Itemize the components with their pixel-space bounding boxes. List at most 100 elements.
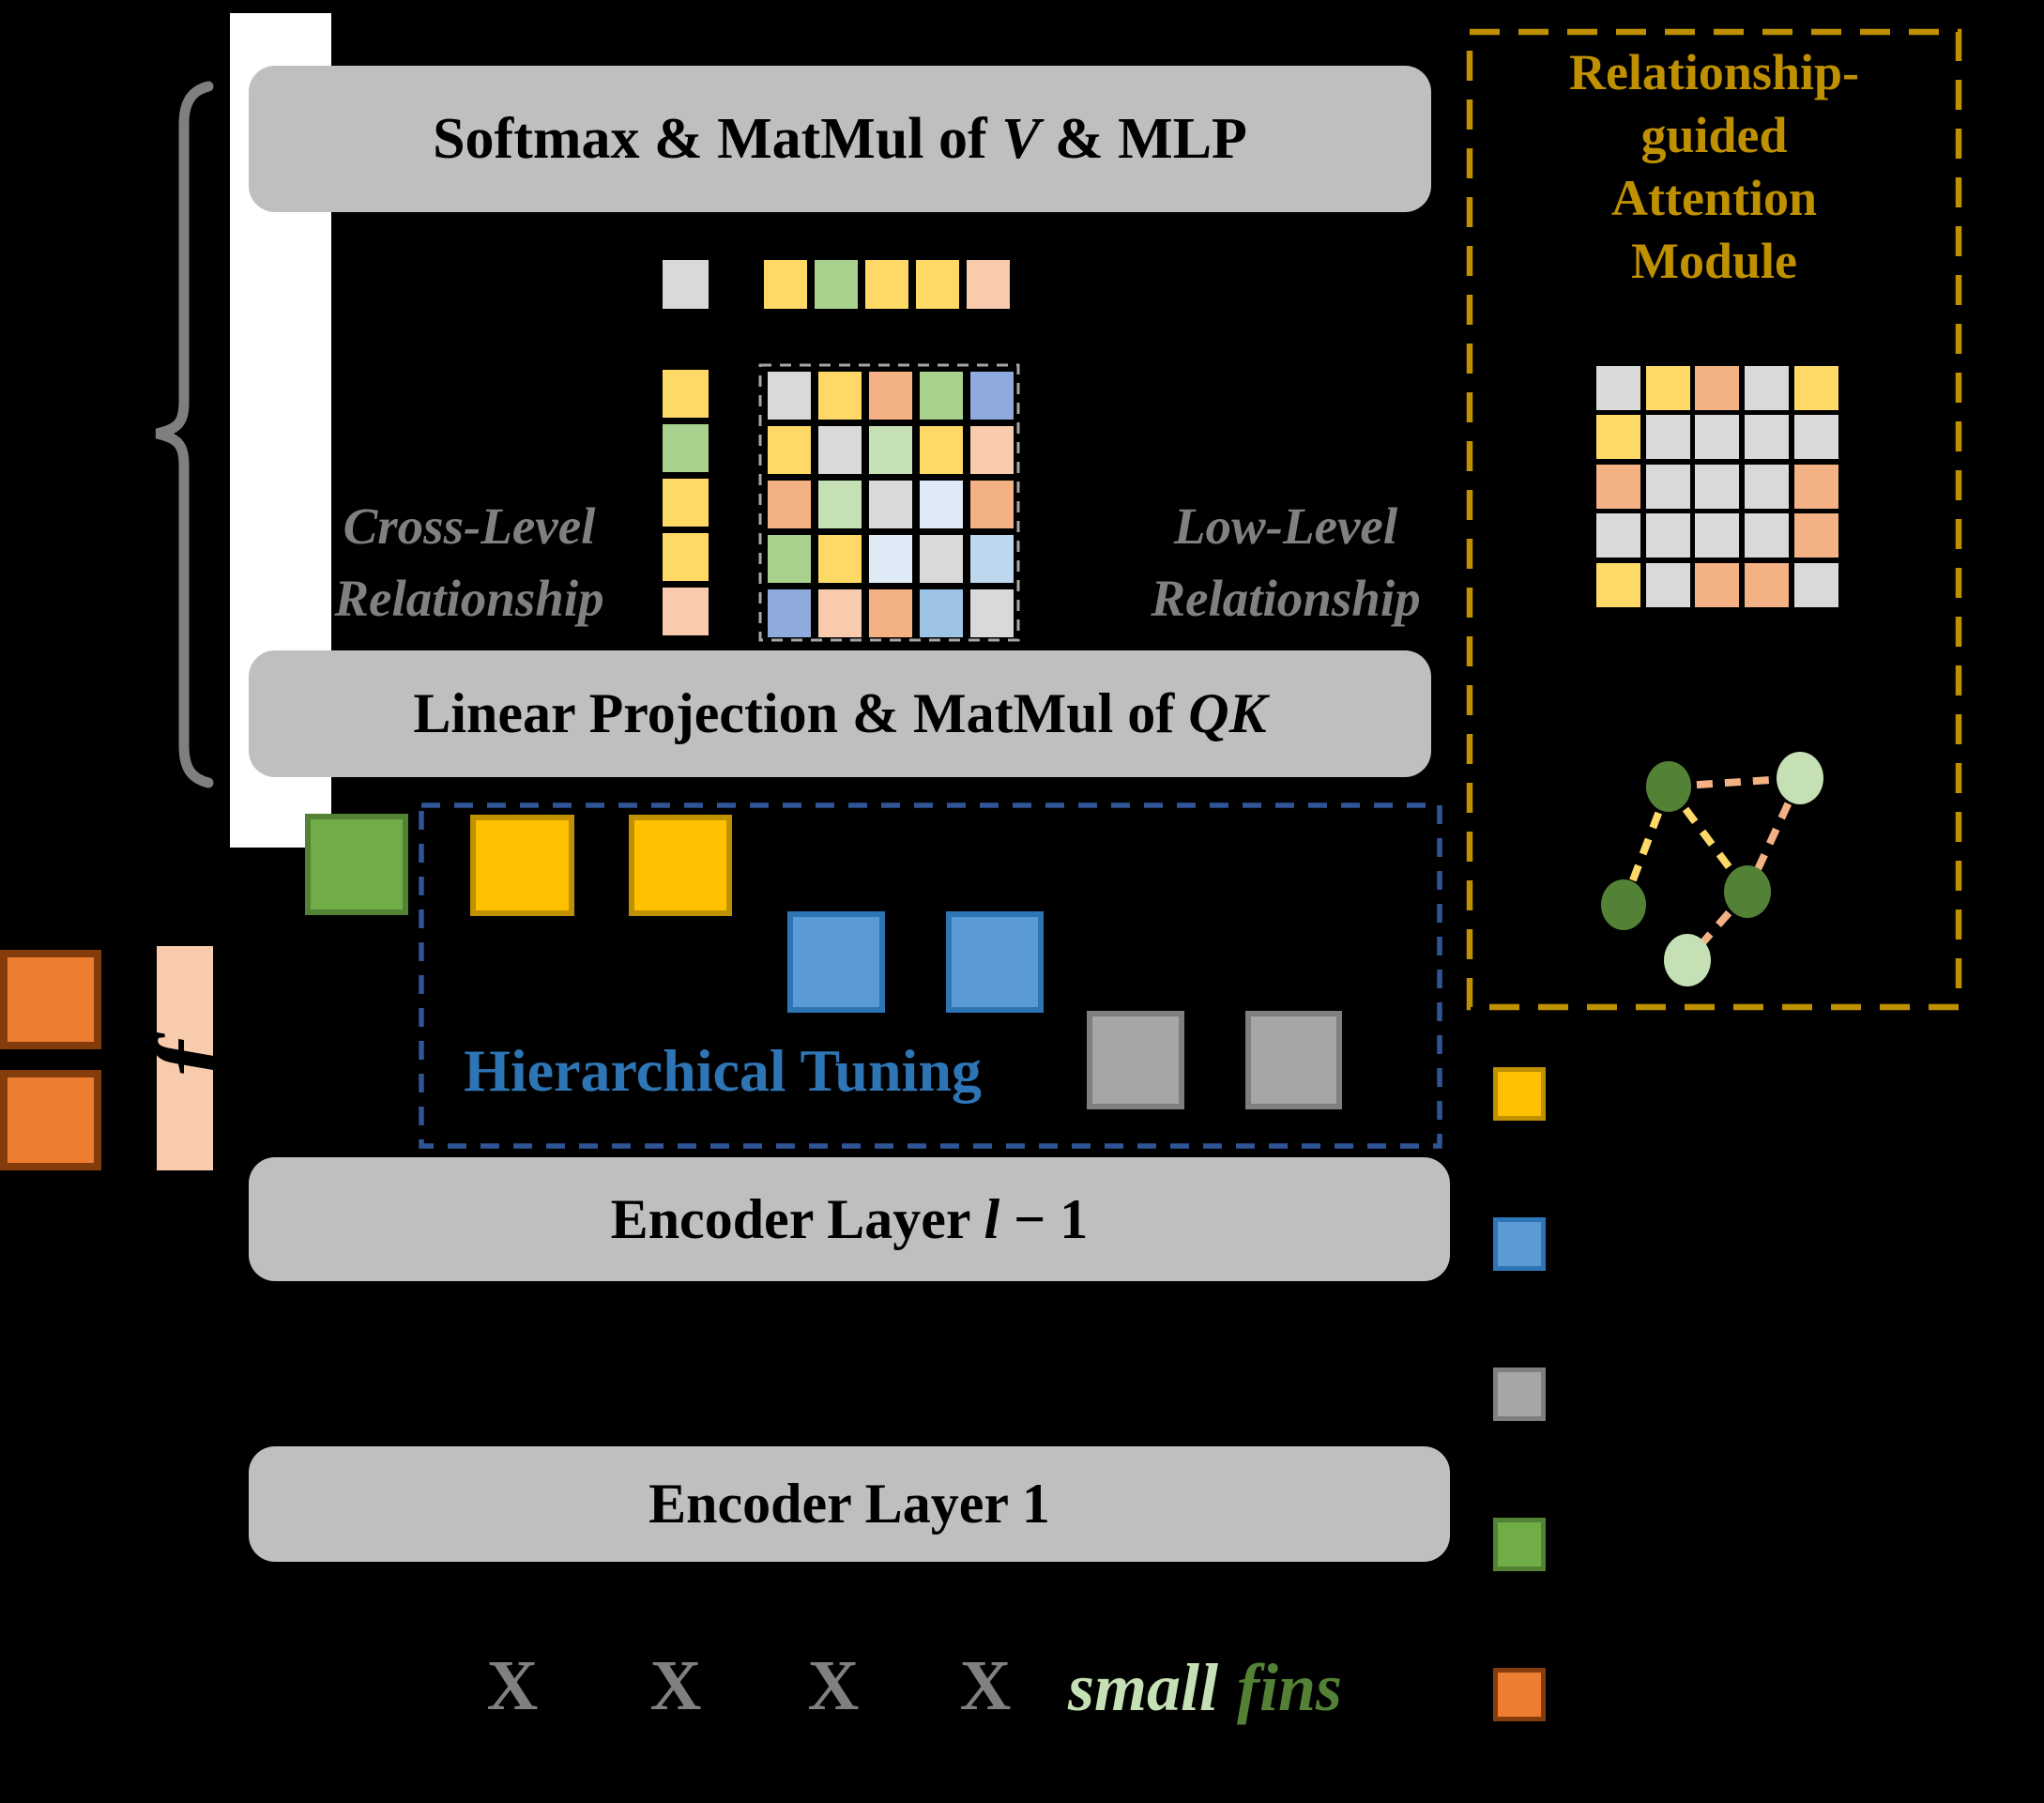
matrix-cell — [1596, 513, 1640, 558]
legend-swatch-yellow — [1493, 1067, 1546, 1121]
matrix-cell — [768, 426, 811, 474]
gray-prompt-token-2 — [1245, 1011, 1342, 1109]
matrix-cell — [818, 589, 862, 637]
encoder-prev-l-symbol: l — [984, 1187, 1000, 1250]
token-legend — [1493, 1067, 1546, 1721]
matrix-cell — [768, 535, 811, 583]
encoder-prev-label-post: − 1 — [999, 1187, 1089, 1250]
matrix-cell — [970, 535, 1014, 583]
matrix-cell — [1596, 366, 1640, 410]
matrix-cell — [1596, 415, 1640, 460]
relationship-module-title: Relationship- guided Attention Module — [1479, 41, 1949, 293]
key-token-vector — [764, 260, 1010, 309]
token-small-label: small — [1067, 1650, 1219, 1725]
matrix-cell — [764, 260, 807, 309]
legend-swatch-blue — [1493, 1217, 1546, 1271]
yellow-prompt-token-2 — [629, 815, 732, 916]
matrix-cell — [1596, 464, 1640, 509]
matrix-cell — [818, 481, 862, 528]
matrix-cell — [869, 535, 912, 583]
matrix-cell — [1645, 562, 1690, 607]
matrix-cell — [920, 589, 963, 637]
input-patch-2 — [0, 1070, 101, 1170]
matrix-cell — [1793, 366, 1838, 410]
blue-prompt-token-2 — [946, 911, 1044, 1013]
softmax-v-symbol: V — [1001, 106, 1041, 171]
matrix-cell — [768, 372, 811, 420]
matrix-cell — [818, 426, 862, 474]
low-level-line1: Low-Level — [1173, 497, 1398, 555]
legend-swatch-gray — [1493, 1368, 1546, 1421]
matrix-cell — [663, 588, 709, 635]
matrix-cell — [1695, 562, 1740, 607]
token-x-4: X — [959, 1646, 1012, 1725]
green-prompt-token — [305, 814, 408, 915]
legend-swatch-orange — [1493, 1668, 1546, 1721]
ram-title-line2: guided — [1640, 107, 1788, 163]
matrix-cell — [920, 535, 963, 583]
matrix-cell — [1793, 562, 1838, 607]
matrix-cell — [1645, 464, 1690, 509]
matrix-cell — [1745, 562, 1790, 607]
softmax-label: Softmax & MatMul of — [433, 106, 1002, 171]
query-token-vector — [663, 370, 709, 635]
graph-node-dark-green — [1601, 879, 1646, 930]
graph-node-light-green — [1777, 752, 1823, 804]
input-patch-1 — [0, 950, 101, 1049]
linear-label: Linear Projection & MatMul of — [413, 682, 1189, 744]
matrix-cell — [1793, 464, 1838, 509]
matrix-cell — [1695, 415, 1740, 460]
cross-level-line2: Relationship — [334, 570, 604, 627]
matrix-cell — [920, 481, 963, 528]
relationship-graph — [1601, 752, 1823, 986]
softmax-label-post: & MLP — [1040, 106, 1247, 171]
matrix-cell — [818, 372, 862, 420]
ram-title-line3: Attention — [1611, 170, 1817, 226]
low-level-line2: Relationship — [1151, 570, 1421, 627]
graph-edge-peach — [1744, 776, 1804, 894]
attention-score-matrix — [768, 372, 1014, 637]
matrix-cell — [768, 589, 811, 637]
matrix-cell — [1745, 366, 1790, 410]
matrix-cell — [869, 426, 912, 474]
matrix-cell — [1745, 415, 1790, 460]
cross-level-line1: Cross-Level — [343, 497, 596, 555]
linear-qk-symbol: QK — [1188, 682, 1267, 744]
matrix-cell — [1645, 415, 1690, 460]
blue-prompt-token-1 — [787, 911, 885, 1013]
linear-projection-matmul-box: Linear Projection & MatMul of QK — [249, 650, 1431, 777]
matrix-cell — [970, 426, 1014, 474]
matrix-cell — [1745, 464, 1790, 509]
matrix-cell — [1695, 366, 1740, 410]
matrix-cell — [970, 589, 1014, 637]
matrix-cell — [869, 589, 912, 637]
encoder-layer-prev-box: Encoder Layer l − 1 — [249, 1157, 1450, 1281]
matrix-cell — [865, 260, 908, 309]
matrix-cell — [967, 260, 1010, 309]
matrix-cell — [1645, 513, 1690, 558]
matrix-cell — [818, 535, 862, 583]
matrix-cell — [970, 481, 1014, 528]
matrix-cell — [1645, 366, 1690, 410]
ram-title-line4: Module — [1630, 233, 1797, 289]
relationship-module-frame — [1466, 28, 1962, 1011]
matrix-cell — [663, 370, 709, 418]
feature-f-symbol: f — [132, 1040, 252, 1077]
yellow-prompt-token-1 — [470, 815, 574, 916]
relationship-matrix — [1596, 366, 1838, 607]
matrix-cell — [768, 481, 811, 528]
matrix-cell — [815, 260, 858, 309]
matrix-cell — [1793, 513, 1838, 558]
matrix-cell — [1793, 415, 1838, 460]
matrix-cell — [920, 426, 963, 474]
attention-matrix-frame — [758, 363, 1020, 642]
matrix-cell — [970, 372, 1014, 420]
gray-prompt-token-1 — [1087, 1011, 1184, 1109]
graph-node-dark-green — [1724, 865, 1771, 918]
token-x-2: X — [649, 1646, 702, 1725]
matrix-cell — [916, 260, 959, 309]
token-x-1: X — [486, 1646, 539, 1725]
matrix-cell — [920, 372, 963, 420]
left-brace-icon — [155, 81, 214, 788]
